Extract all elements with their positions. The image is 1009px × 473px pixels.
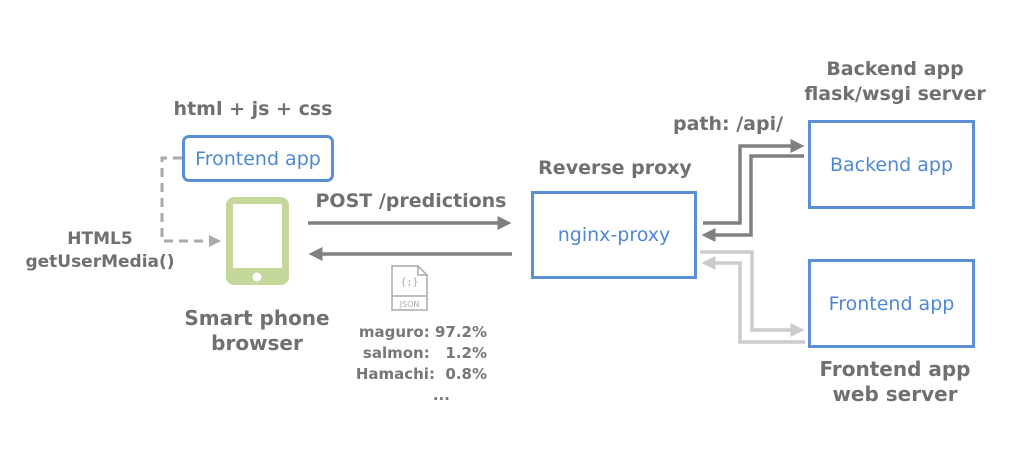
phone-caption-line2: browser	[211, 331, 303, 355]
result-line: Hamachi: 0.8%	[355, 365, 487, 383]
backend-caption-line1: Backend app	[826, 58, 964, 80]
nginx-proxy-box: nginx-proxy	[531, 191, 697, 279]
browser-api-line2: getUserMedia()	[25, 252, 175, 272]
backend-to-proxy-arrow	[701, 154, 804, 242]
proxy-to-frontend-arrow	[700, 250, 805, 337]
svg-text:JSON: JSON	[399, 300, 420, 309]
json-file-icon: {;} JSON	[391, 265, 428, 311]
frontend-client-box: Frontend app	[182, 135, 334, 182]
backend-app-box: Backend app	[808, 120, 975, 209]
browser-api-label: HTML5 getUserMedia()	[25, 228, 174, 274]
browser-api-line1: HTML5	[67, 229, 133, 249]
prediction-results: maguro: 97.2% salmon: 1.2% Hamachi: 0.8%..…	[356, 322, 487, 406]
dashed-load-arrow	[160, 156, 221, 247]
frontend-server-box: Frontend app	[808, 259, 975, 348]
result-line: maguro: 97.2%	[358, 323, 487, 341]
backend-caption-line2: flask/wsgi server	[804, 83, 986, 105]
backend-caption: Backend app flask/wsgi server	[804, 57, 986, 107]
result-ellipsis: ...	[432, 386, 450, 404]
frontend-to-proxy-arrow	[701, 256, 805, 344]
frontend-client-caption: html + js + css	[173, 98, 333, 120]
svg-text:{;}: {;}	[400, 277, 418, 288]
post-request-label: POST /predictions	[315, 190, 507, 212]
proxy-caption: Reverse proxy	[538, 157, 692, 179]
frontend-server-caption-line2: web server	[832, 382, 958, 406]
smartphone-icon	[226, 197, 289, 285]
api-path-label: path: /api/	[672, 113, 784, 135]
result-line: salmon: 1.2%	[362, 344, 487, 362]
frontend-server-caption-line1: Frontend app	[819, 357, 971, 381]
proxy-to-backend-arrow	[703, 139, 805, 225]
phone-caption-line1: Smart phone	[184, 306, 330, 330]
